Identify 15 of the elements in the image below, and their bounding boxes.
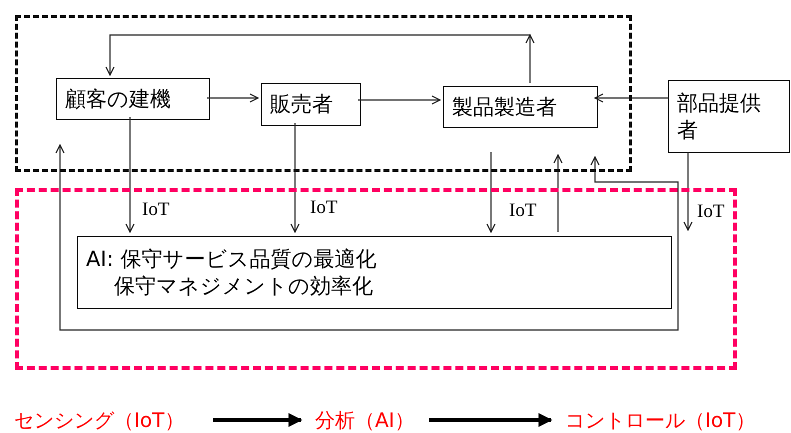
process-box [443, 86, 598, 128]
step-label: コントロール（IoT） [565, 408, 756, 432]
node-text: 顧客の建機 [65, 86, 172, 112]
process-box [261, 83, 361, 126]
process-box [56, 78, 210, 120]
step-label: センシング（IoT） [14, 408, 184, 432]
node-text: 製品製造者 [452, 94, 558, 120]
node-text: AI: 保守サービス品質の最適化 [86, 246, 378, 272]
node-text: 販売者 [270, 91, 334, 118]
process-box [668, 80, 790, 153]
node-text: 保守マネジメントの効率化 [113, 272, 374, 299]
node-text: 部品提供者 [677, 90, 762, 143]
group-frame [15, 15, 632, 172]
step-label: 分析（AI） [315, 408, 415, 432]
process-box [77, 236, 672, 309]
